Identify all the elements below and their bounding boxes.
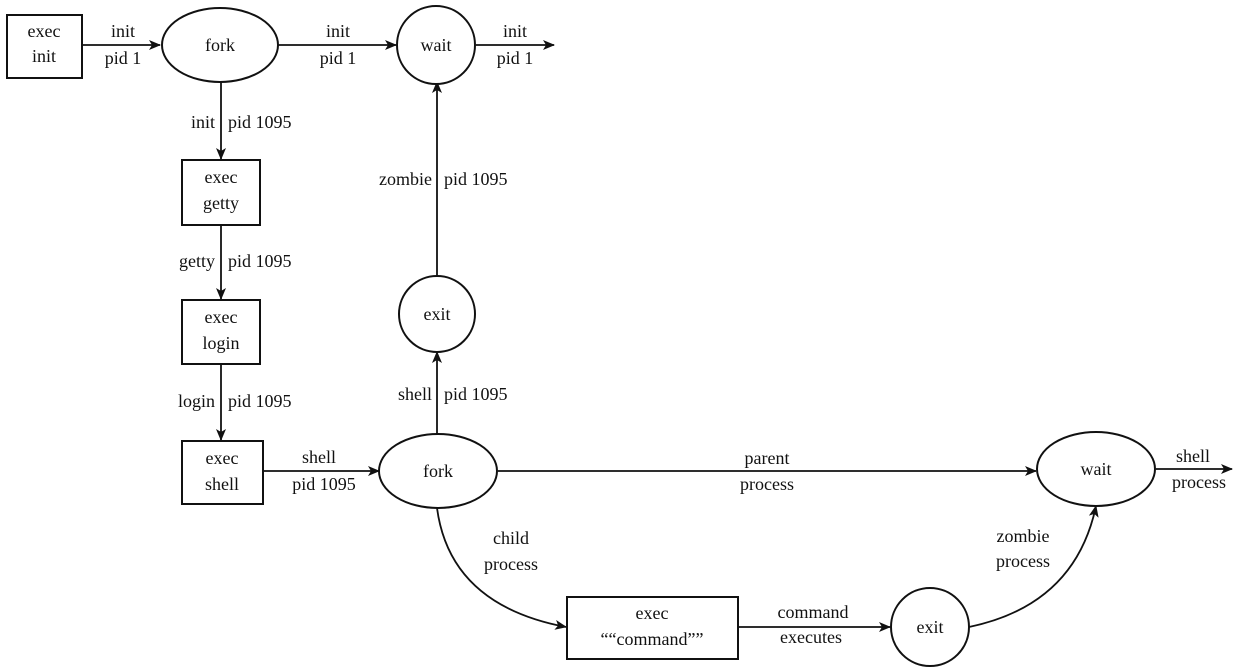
node-exec-getty-line-1: exec: [205, 167, 238, 187]
node-exec-command-line-1: exec: [636, 603, 669, 623]
edge-label-shell-to-fork-2: pid 1095: [292, 474, 356, 494]
edge-label-fork-to-command-2: process: [484, 554, 538, 574]
edge-label-wait-out-1: init: [503, 21, 527, 41]
node-exec-command-line-2: ““command””: [601, 629, 704, 649]
node-fork-main: fork: [378, 433, 498, 509]
node-exec-login-line-2: login: [202, 333, 239, 353]
node-exec-getty-line-2: getty: [203, 193, 239, 213]
edge-label-command-to-exit-1: command: [778, 602, 849, 622]
edge-label-exit-to-wait-2: pid 1095: [444, 169, 508, 189]
node-wait-right-label: wait: [1081, 459, 1112, 479]
edge-label-fork-to-getty-2: pid 1095: [228, 112, 292, 132]
node-exec-shell-line-2: shell: [205, 474, 239, 494]
edge-label-command-to-exit-2: executes: [780, 627, 842, 647]
edge-label-wait-right-out-2: process: [1172, 472, 1226, 492]
node-exec-login-line-1: exec: [205, 307, 238, 327]
edge-label-init-to-fork-1: init: [111, 21, 135, 41]
edge-label-fork-to-exit-1: shell: [398, 384, 432, 404]
edge-label-fork-to-wait-1: init: [326, 21, 350, 41]
node-fork-main-label: fork: [423, 461, 453, 481]
node-exit-upper: exit: [398, 275, 476, 353]
edge-label-fork-to-exit-2: pid 1095: [444, 384, 508, 404]
edge-label-fork-to-wait-right-1: parent: [745, 448, 790, 468]
node-exec-getty: exec getty: [181, 159, 261, 226]
edge-label-exit-to-wait-1: zombie: [379, 169, 432, 189]
node-exec-command: exec ““command””: [566, 596, 739, 660]
edge-label-wait-right-out-1: shell: [1176, 446, 1210, 466]
edge-exit-to-wait-right: [968, 505, 1099, 628]
edge-label-wait-out-2: pid 1: [497, 48, 534, 68]
node-fork-top: fork: [161, 7, 279, 83]
edge-label-init-to-fork-2: pid 1: [105, 48, 142, 68]
node-exec-init: exec init: [6, 14, 83, 79]
edge-fork-to-command: [436, 507, 567, 630]
edge-label-exit-to-wait-right-2: process: [996, 551, 1050, 571]
edge-label-fork-to-getty-1: init: [191, 112, 215, 132]
node-wait-top: wait: [396, 5, 476, 85]
node-wait-top-label: wait: [421, 35, 452, 55]
edge-label-fork-to-wait-right-2: process: [740, 474, 794, 494]
node-wait-right: wait: [1036, 431, 1156, 507]
node-fork-top-label: fork: [205, 35, 235, 55]
node-exit-upper-label: exit: [424, 304, 451, 324]
node-exec-shell-line-1: exec: [206, 448, 239, 468]
edge-label-getty-to-login-1: getty: [179, 251, 215, 271]
edge-label-shell-to-fork-1: shell: [302, 447, 336, 467]
edge-label-login-to-shell-1: login: [178, 391, 215, 411]
node-exec-login: exec login: [181, 299, 261, 365]
node-exec-init-line-1: exec: [28, 21, 61, 41]
node-exec-shell: exec shell: [181, 440, 264, 505]
node-exit-lower: exit: [890, 587, 970, 667]
edge-label-getty-to-login-2: pid 1095: [228, 251, 292, 271]
edge-label-fork-to-wait-2: pid 1: [320, 48, 357, 68]
edge-label-exit-to-wait-right-1: zombie: [997, 526, 1050, 546]
edge-label-login-to-shell-2: pid 1095: [228, 391, 292, 411]
edge-label-fork-to-command-1: child: [493, 528, 529, 548]
node-exit-lower-label: exit: [917, 617, 944, 637]
node-exec-init-line-2: init: [32, 46, 56, 66]
